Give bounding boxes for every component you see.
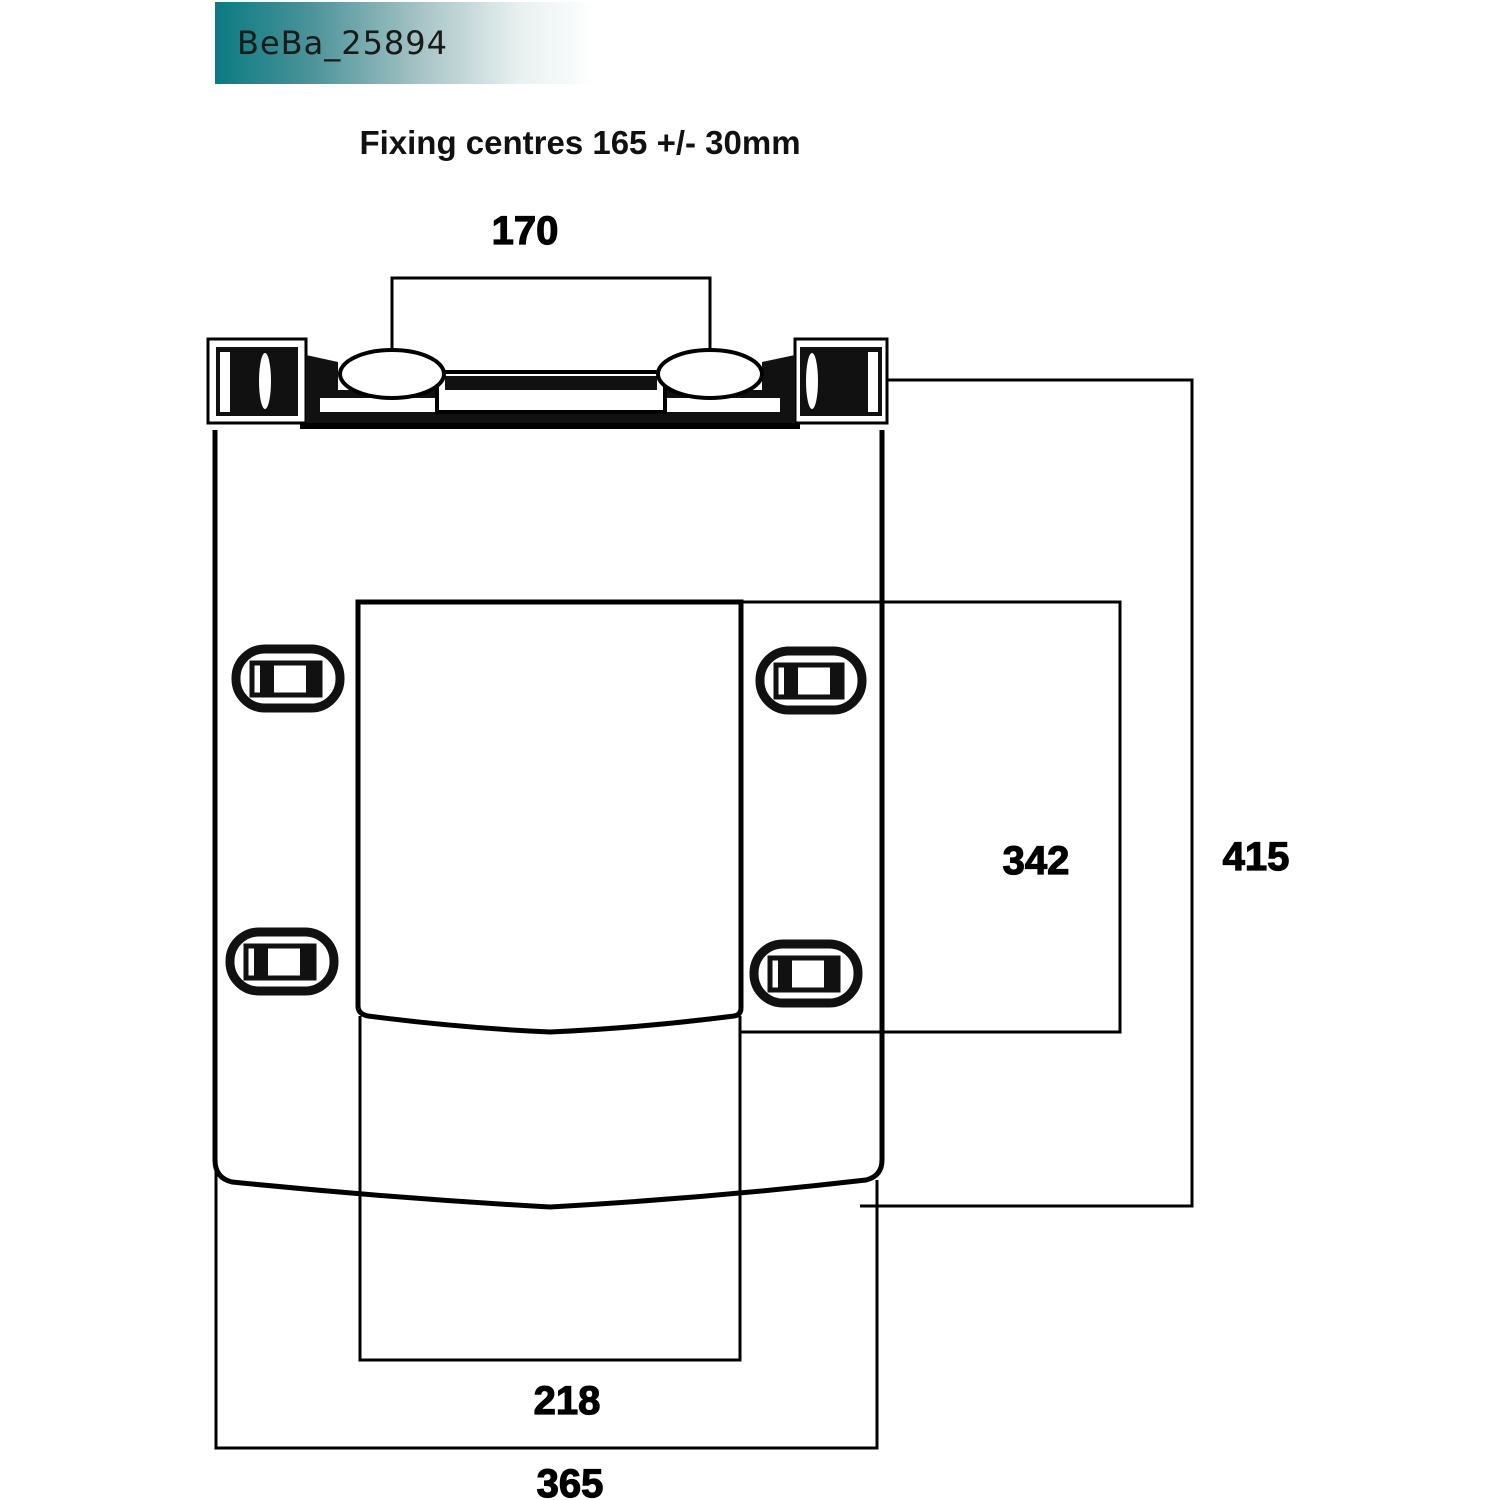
seat-length-dimension [860, 378, 1194, 1208]
lid-length-label: 342 [1003, 839, 1070, 883]
lid-width-label: 218 [534, 1379, 601, 1423]
bumper-top-left-icon [231, 644, 345, 713]
lid-length-dimension [741, 600, 1122, 1034]
bumper-bottom-right-icon [749, 939, 863, 1008]
seat-length-label: 415 [1223, 835, 1290, 879]
hinge-bar [300, 348, 800, 429]
lid-width-dimension [358, 1016, 742, 1362]
product-code: BeBa_25894 [237, 24, 448, 62]
diagram-title: Fixing centres 165 +/- 30mm [359, 124, 801, 161]
bumper-top-right-icon [755, 646, 867, 715]
hinge-centres-label: 170 [492, 209, 559, 253]
hinge-centres-dimension [390, 276, 712, 350]
hinge-left-icon [206, 337, 308, 425]
hinge-right-icon [793, 337, 889, 425]
product-code-badge: BeBa_25894 [215, 2, 595, 84]
seat-outline [212, 430, 885, 1210]
lid-outline [355, 599, 744, 1035]
seat-width-label: 365 [537, 1462, 604, 1500]
seat-width-dimension [214, 1170, 879, 1450]
bumper-bottom-left-icon [225, 927, 339, 996]
